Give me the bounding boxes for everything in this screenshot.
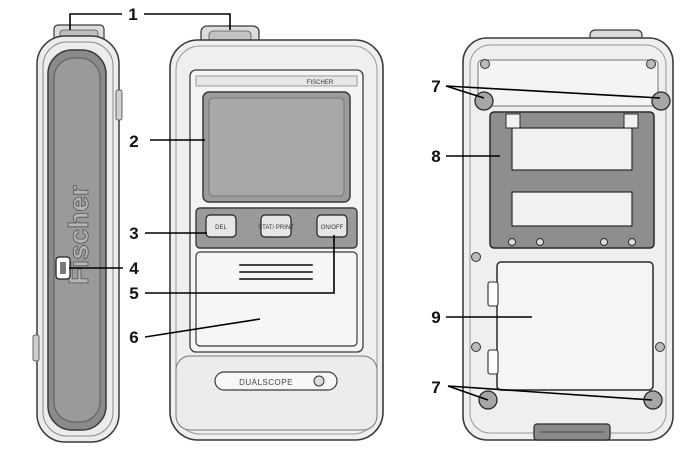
- leader-7-bottom-a: [447, 385, 489, 401]
- del-button[interactable]: [205, 214, 237, 238]
- side-grip-inner: [53, 57, 101, 423]
- stat-print-button[interactable]: [260, 214, 292, 238]
- callout-labels: 1 2 3 4 5 6 7 8 9 7: [128, 5, 440, 397]
- model-name: DUALSCOPE: [239, 378, 293, 387]
- leader-1-right: [144, 13, 231, 30]
- stand-hinge-right: [623, 113, 639, 129]
- leader-7-top-b: [445, 85, 661, 99]
- side-bump-top: [115, 89, 123, 121]
- front-view: FISCHER DEL STAT/ PRINT ON/OFF DUALSCOPE: [169, 25, 384, 441]
- back-screw-top-right: [646, 59, 656, 69]
- front-body-inner: [175, 45, 378, 435]
- rubber-foot-top-right: [651, 91, 671, 111]
- front-cover: [195, 251, 358, 347]
- side-body-inner: [42, 41, 114, 437]
- rubber-foot-top-left: [474, 91, 494, 111]
- stat-print-button-label: STAT/ PRINT: [258, 225, 294, 231]
- front-logo: FISCHER: [307, 80, 334, 86]
- model-badge: [214, 371, 338, 391]
- stand-hole-1: [508, 238, 516, 246]
- leader-1-left: [69, 13, 122, 30]
- leader-7-bottom-b: [447, 385, 653, 401]
- callout-9: 9: [431, 308, 440, 327]
- callout-2: 2: [129, 132, 138, 151]
- front-bottom-band: [175, 355, 378, 431]
- on-off-button[interactable]: [316, 214, 348, 238]
- stand-hole-2: [536, 238, 544, 246]
- del-button-label: DEL: [215, 225, 227, 231]
- front-header-strip: [195, 75, 358, 87]
- callout-7-bottom: 7: [431, 378, 440, 397]
- back-screw-top-left: [480, 59, 490, 69]
- side-port-socket: [60, 262, 66, 274]
- callout-5: 5: [129, 284, 138, 303]
- model-badge-dot: [313, 375, 325, 387]
- callout-8: 8: [431, 147, 440, 166]
- back-screw-mid-left-1: [471, 252, 481, 262]
- stand-hole-4: [628, 238, 636, 246]
- callout-7-top: 7: [431, 77, 440, 96]
- battery-latch-top: [487, 281, 499, 307]
- leader-lines: [69, 13, 661, 401]
- back-screw-mid-right: [655, 342, 665, 352]
- leader-5: [145, 235, 335, 294]
- leader-6: [144, 318, 261, 338]
- battery-latch-bottom: [487, 349, 499, 375]
- back-top-panel: [477, 59, 659, 107]
- stand-window-lower: [511, 191, 633, 227]
- battery-cover: [496, 261, 654, 391]
- callout-1: 1: [128, 5, 137, 24]
- back-view: [462, 29, 674, 441]
- side-view: Fischer: [32, 24, 123, 443]
- front-display-glass: [208, 97, 345, 197]
- back-screw-mid-left-2: [471, 342, 481, 352]
- callout-6: 6: [129, 328, 138, 347]
- on-off-button-label: ON/OFF: [321, 225, 344, 231]
- stand-hole-3: [600, 238, 608, 246]
- stand-hinge-left: [505, 113, 521, 129]
- stand-window-upper: [511, 127, 633, 171]
- leader-7-top-a: [445, 85, 485, 99]
- callout-3: 3: [129, 224, 138, 243]
- callout-4: 4: [129, 259, 139, 278]
- side-bump-bottom: [32, 334, 40, 362]
